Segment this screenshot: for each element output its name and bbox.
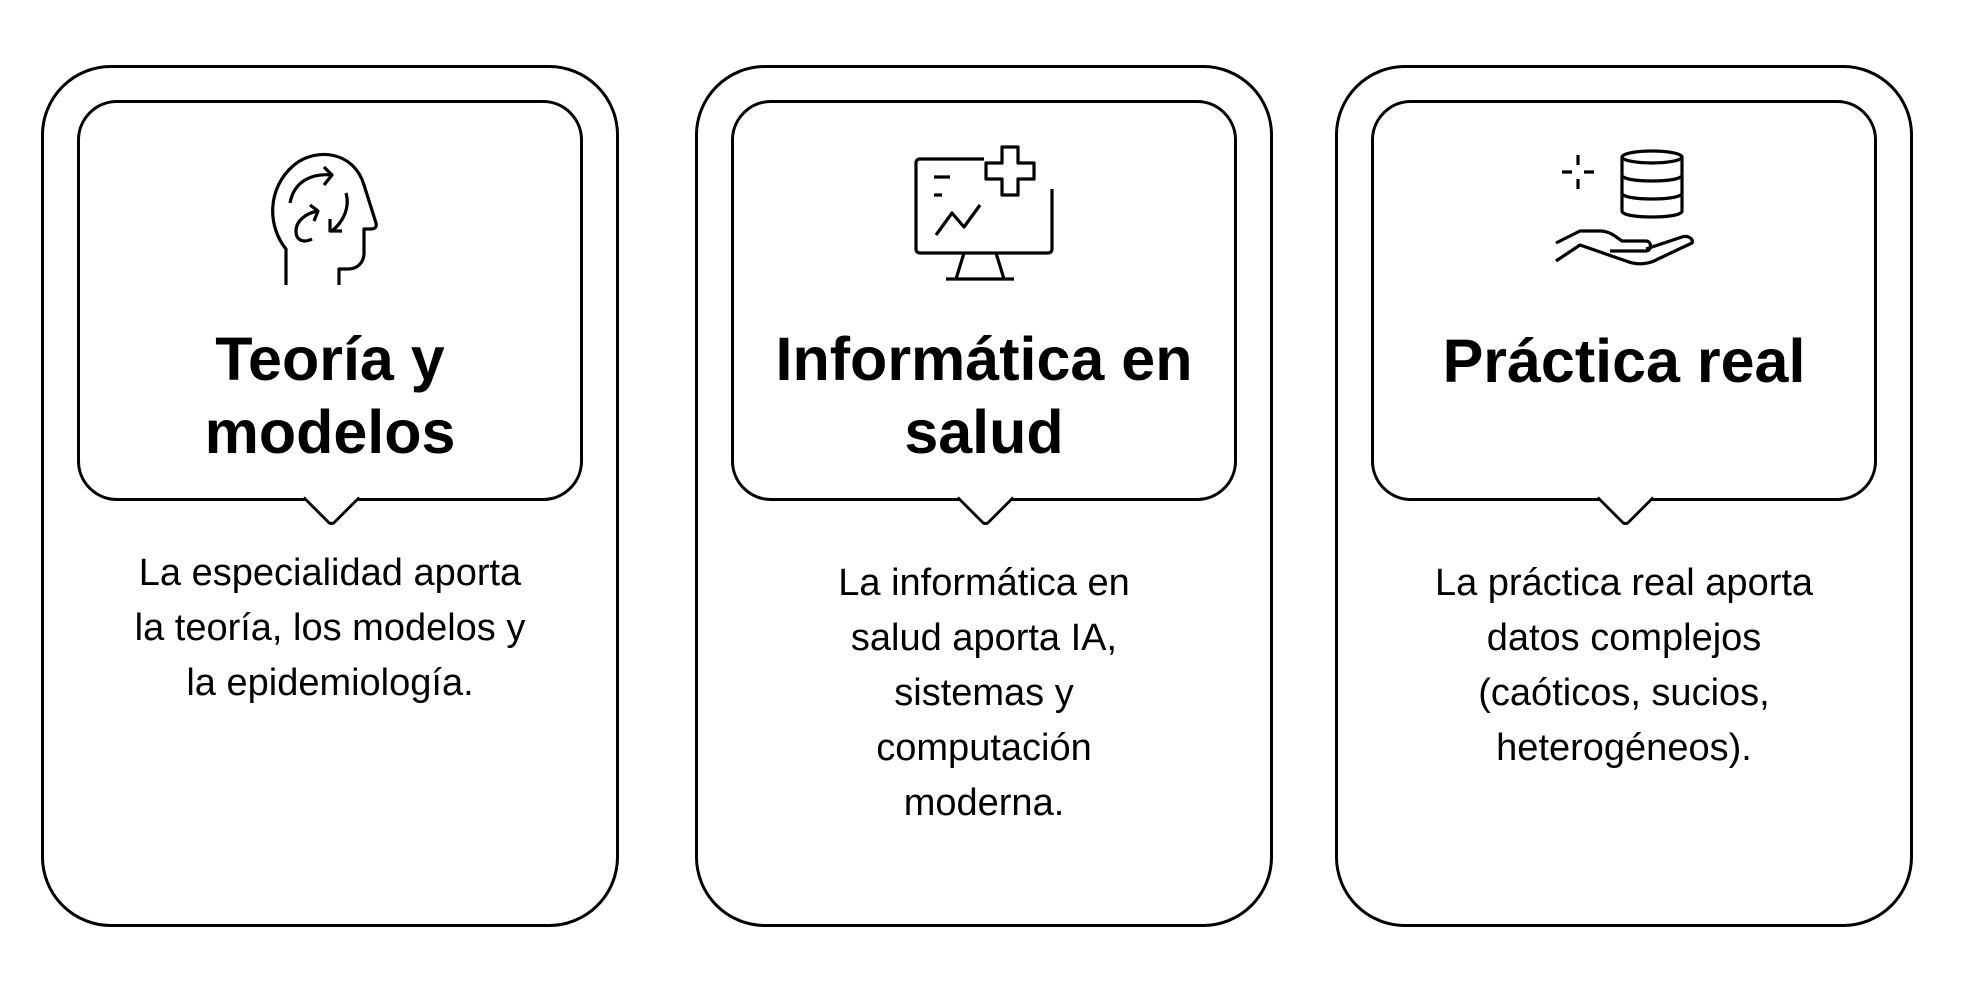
card-real-practice: Práctica real La práctica real aporta da…: [1335, 65, 1913, 927]
head-cycle-icon: [260, 145, 400, 285]
card-description: La informática en salud aporta IA, siste…: [838, 562, 1130, 824]
card-health-informatics: Informática en salud La informática en s…: [695, 65, 1273, 927]
card-header-bubble: Informática en salud: [731, 100, 1237, 528]
card-title: Informática en salud: [775, 325, 1193, 466]
card-theory-models: Teoría y modelos La especialidad aporta …: [41, 65, 619, 927]
medical-monitor-icon: [914, 145, 1054, 285]
bubble-pointer: [302, 469, 361, 528]
card-description: La especialidad aporta la teoría, los mo…: [134, 552, 526, 704]
card-description: La práctica real aporta datos complejos …: [1434, 562, 1814, 769]
bubble-pointer: [956, 469, 1015, 528]
sparkle-icon: [1562, 155, 1594, 189]
bubble-pointer: [1596, 469, 1655, 528]
card-header-bubble: Práctica real: [1371, 100, 1877, 528]
hand-database-icon: [1554, 145, 1694, 285]
card-title: Teoría y modelos: [204, 325, 456, 466]
card-title: Práctica real: [1442, 327, 1806, 395]
card-header-bubble: Teoría y modelos: [77, 100, 583, 528]
